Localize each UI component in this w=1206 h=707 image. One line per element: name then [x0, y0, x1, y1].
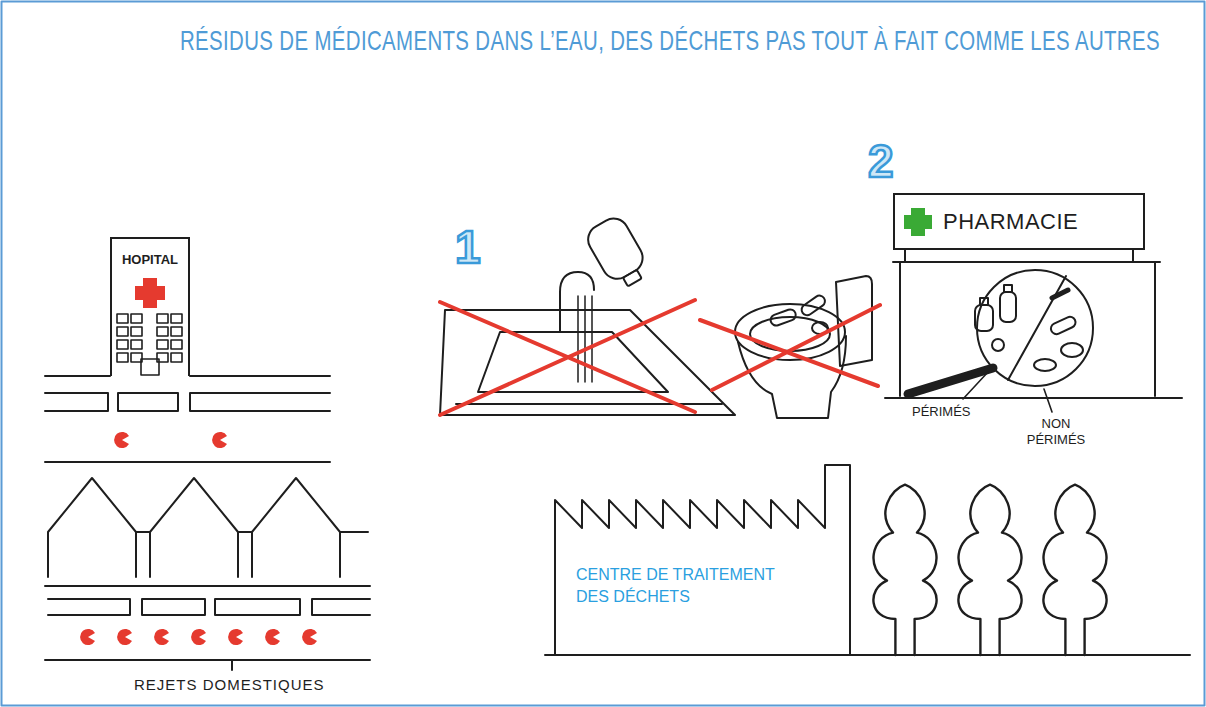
- node-text: HOPITAL: [122, 252, 178, 267]
- not-expired-label: NON PÉRIMÉS: [1020, 416, 1092, 448]
- expired-label: PÉRIMÉS: [912, 404, 971, 420]
- node-text: PHARMACIE: [943, 195, 1078, 248]
- pharmacy: [885, 208, 1182, 412]
- factory-and-trees: [545, 465, 1190, 655]
- hospital-details: [45, 278, 330, 462]
- hospital-building: HOPITAL: [110, 237, 190, 376]
- pharmacy-sign: PHARMACIE: [893, 193, 1145, 250]
- sink: [440, 213, 735, 415]
- factory-building: CENTRE DE TRAITEMENT DES DÉCHETS: [550, 538, 830, 650]
- diagram-title: RÉSIDUS DE MÉDICAMENTS DANS L’EAU, DES D…: [180, 24, 1160, 58]
- callout-number: 1: [455, 222, 481, 272]
- cross-out: [440, 300, 880, 415]
- toilet: [735, 276, 872, 418]
- callout-number: 2: [868, 136, 894, 186]
- node-text: CENTRE DE TRAITEMENT DES DÉCHETS: [576, 564, 796, 608]
- houses: [45, 478, 370, 670]
- domestic-discharge-label: REJETS DOMESTIQUES: [134, 676, 325, 694]
